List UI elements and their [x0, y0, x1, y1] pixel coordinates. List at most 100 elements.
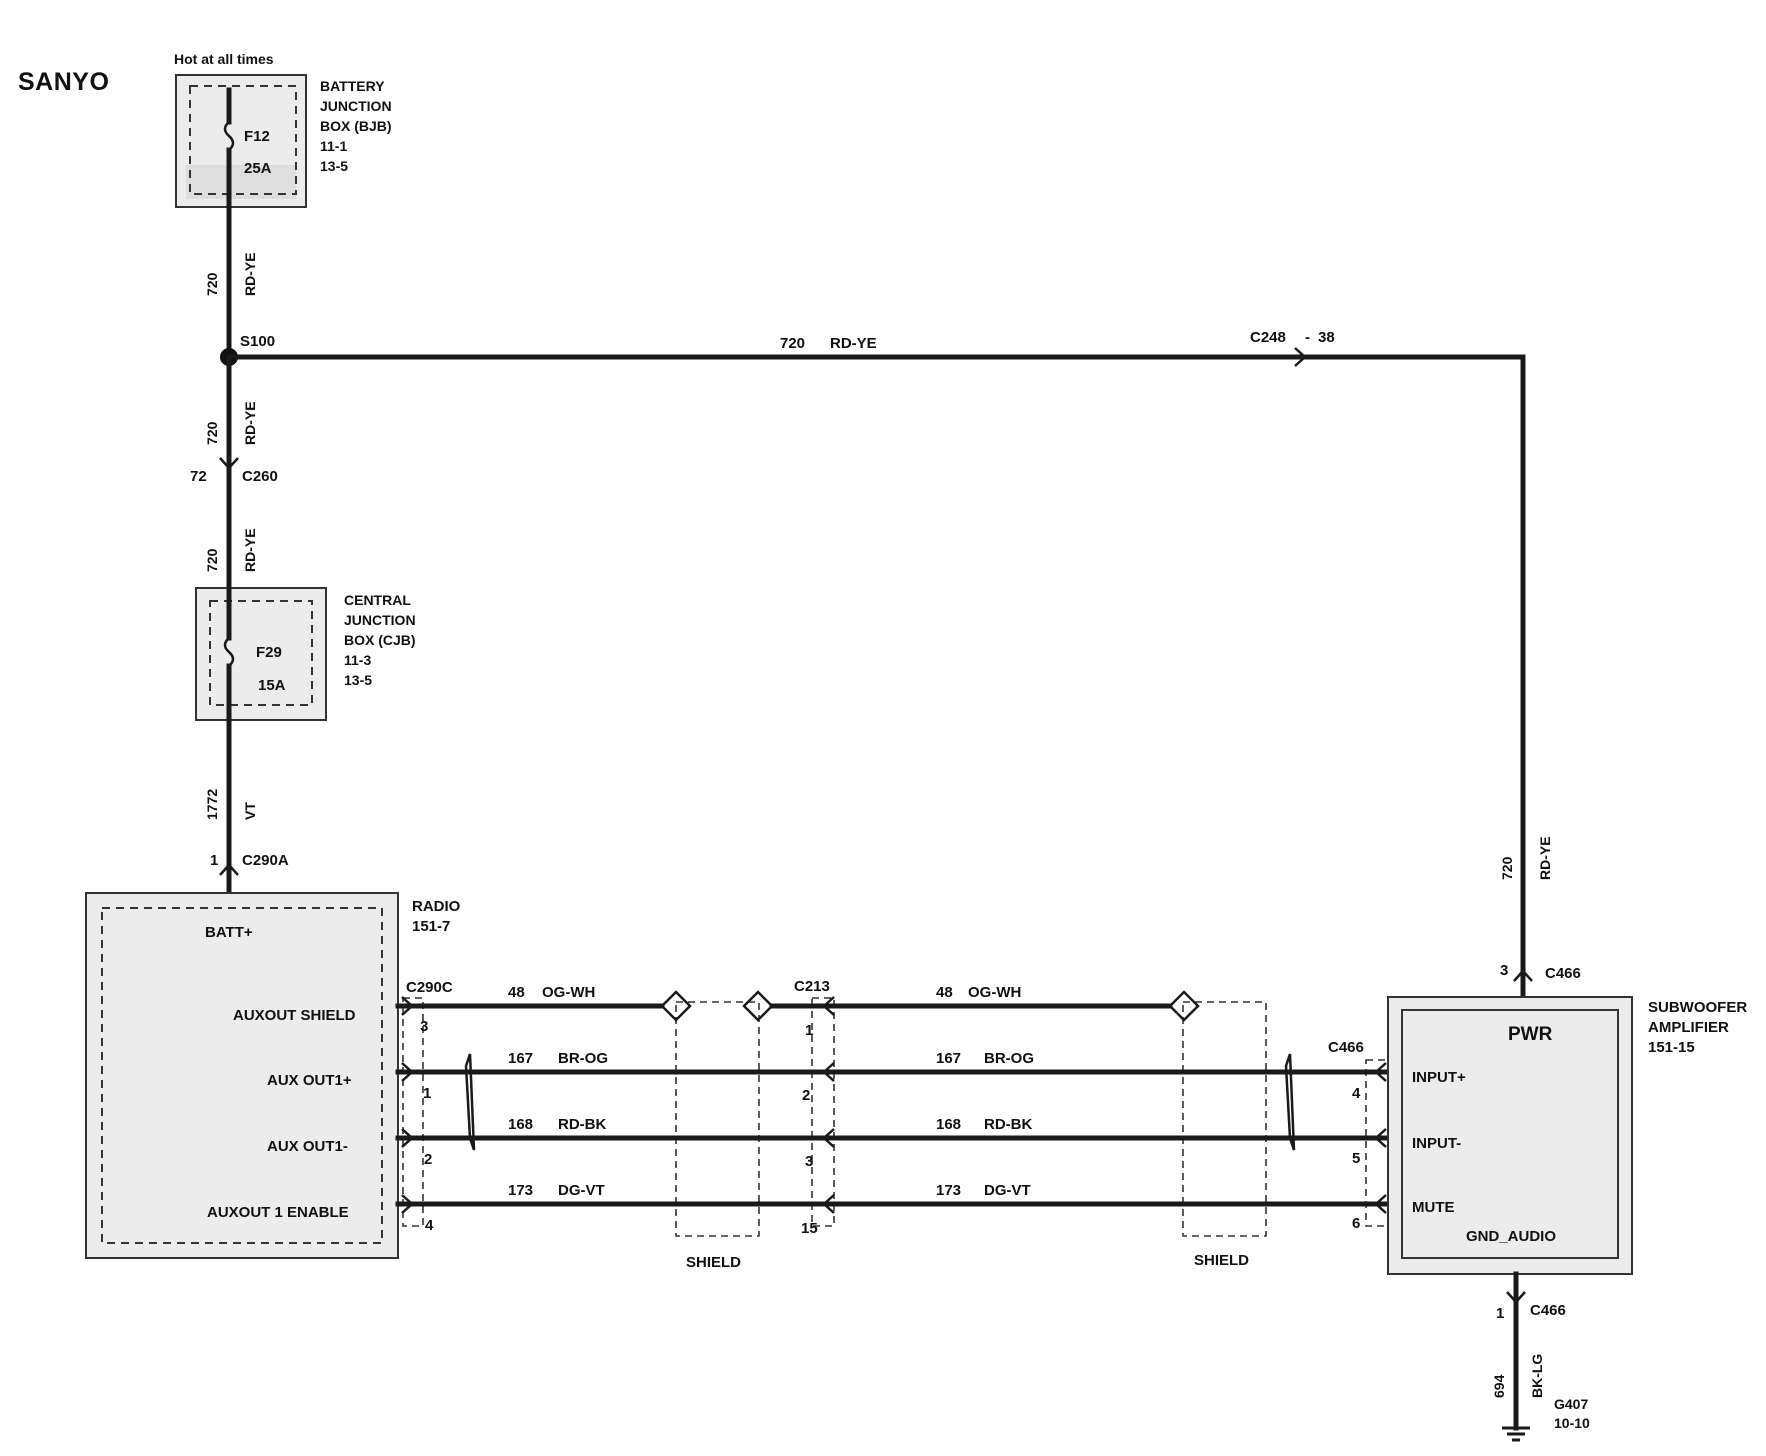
amplifier-inner-box — [1401, 1009, 1619, 1259]
radio-pin-batt: BATT+ — [205, 924, 253, 941]
diagram-title: SANYO — [18, 68, 109, 96]
wire-48-color: OG-WH — [542, 984, 595, 1001]
amplifier-pin-gnd-audio: GND_AUDIO — [1466, 1228, 1556, 1245]
c290c-pin-arrow-icon — [401, 1128, 414, 1148]
radio-module: RADIO 151-7 BATT+ AUXOUT SHIELD AUX OUT1… — [85, 892, 461, 1259]
connector-c290c-outline — [402, 997, 424, 1227]
wire-168-number: 168 — [936, 1116, 961, 1133]
connector-c466-label: C466 — [1328, 1039, 1364, 1056]
c213-pin-arrow-icon — [822, 1062, 835, 1082]
wire-694-color: BK-LG — [1529, 1354, 1545, 1398]
radio-pin-aux-out1-minus: AUX OUT1- — [267, 1138, 348, 1155]
amplifier-name-line: AMPLIFIER — [1648, 1019, 1729, 1036]
wire-167-color: BR-OG — [984, 1050, 1034, 1067]
bjb-label-line: BOX (BJB) — [320, 118, 392, 134]
connector-c213-pin: 3 — [805, 1153, 813, 1170]
connector-c290c-pin: 1 — [423, 1085, 431, 1102]
wire-720-color: RD-YE — [242, 401, 258, 445]
cjb-label-line: BOX (CJB) — [344, 632, 416, 648]
wire-1772-color: VT — [242, 802, 258, 820]
twisted-pair-marker-icon — [1284, 1053, 1296, 1151]
connector-c213-pin: 2 — [802, 1087, 810, 1104]
connector-c213-label: C213 — [794, 978, 830, 995]
cjb-label-line: CENTRAL — [344, 592, 411, 608]
amplifier-pin-mute: MUTE — [1412, 1199, 1455, 1216]
connector-c290a-pin: 1 — [210, 852, 218, 869]
connector-c466-ground-label: C466 — [1530, 1302, 1566, 1319]
wire-1772-number: 1772 — [204, 789, 220, 820]
wire-720-color: RD-YE — [242, 528, 258, 572]
cjb-inner-box — [209, 600, 313, 706]
c290c-pin-arrow-icon — [401, 996, 414, 1016]
connector-c248-arrow-icon — [1294, 347, 1307, 367]
connector-c248-separator: - — [1305, 329, 1310, 346]
connector-c260-arrow-icon — [219, 457, 239, 470]
c290c-pin-arrow-icon — [401, 1194, 414, 1214]
connector-c260-pin: 72 — [190, 468, 207, 485]
connector-c466-pin: 5 — [1352, 1150, 1360, 1167]
splice-s100-label: S100 — [240, 333, 275, 350]
connector-c290a-arrow-icon — [219, 863, 239, 876]
radio-pin-auxout1-enable: AUXOUT 1 ENABLE — [207, 1204, 349, 1221]
wire-720-color: RD-YE — [242, 252, 258, 296]
radio-pin-aux-out1-plus: AUX OUT1+ — [267, 1072, 352, 1089]
shield-box-left — [675, 1001, 760, 1237]
wire-168-color: RD-BK — [558, 1116, 606, 1133]
connector-c290c-pin: 2 — [424, 1151, 432, 1168]
ground-g407-ref: 10-10 — [1554, 1415, 1590, 1431]
wire-720-number: 720 — [1499, 856, 1515, 880]
radio-name-line: RADIO — [412, 898, 461, 915]
ground-g407-label: G407 — [1554, 1396, 1588, 1412]
amplifier-name-line: 151-15 — [1648, 1039, 1695, 1056]
wire-167-number: 167 — [936, 1050, 961, 1067]
radio-outer-box — [85, 892, 399, 1259]
central-junction-box: F29 15A CENTRAL JUNCTION BOX (CJB) 11-3 … — [195, 585, 416, 723]
amplifier-pin-input-minus: INPUT- — [1412, 1135, 1461, 1152]
c466-pin-arrow-icon — [1374, 1194, 1387, 1214]
amplifier-outer-box — [1387, 996, 1633, 1275]
shield-drain-diamond-icon — [1168, 990, 1200, 1022]
wire-720-number: 720 — [204, 421, 220, 445]
c213-pin-arrow-icon — [822, 1128, 835, 1148]
wire-173-dg-vt: 173 DG-VT 173 DG-VT — [395, 1182, 1401, 1214]
connector-c466-pin: 6 — [1352, 1215, 1360, 1232]
wire-168-rd-bk: 168 RD-BK 168 RD-BK — [395, 1116, 1401, 1148]
c466-pin-arrow-icon — [1374, 1128, 1387, 1148]
wire-48-number: 48 — [508, 984, 525, 1001]
cjb-label-line: 11-3 — [344, 652, 371, 668]
radio-inner-box — [101, 907, 383, 1244]
amplifier-pwr-pin: PWR — [1508, 1024, 1553, 1045]
wire-167-number: 167 — [508, 1050, 533, 1067]
c213-pin-arrow-icon — [822, 996, 835, 1016]
connector-c290c-pin: 4 — [425, 1217, 434, 1234]
radio-pin-auxout-shield: AUXOUT SHIELD — [233, 1007, 356, 1024]
wire-168-color: RD-BK — [984, 1116, 1032, 1133]
cjb-outer-box — [195, 587, 327, 721]
shield-drain-diamond-icon — [660, 990, 692, 1022]
radio-name-line: 151-7 — [412, 918, 450, 935]
cjb-label-line: 13-5 — [344, 672, 372, 688]
battery-junction-box: Hot at all times F12 25A BATTERY JUNCTIO… — [174, 51, 392, 210]
bjb-label-line: JUNCTION — [320, 98, 392, 114]
cjb-label-line: JUNCTION — [344, 612, 416, 628]
connector-c466-ground-arrow-icon — [1506, 1291, 1526, 1304]
c213-pin-arrow-icon — [822, 1194, 835, 1214]
wire-48-og-wh: 48 OG-WH 48 OG-WH — [395, 984, 1200, 1022]
hot-at-all-times-label: Hot at all times — [174, 51, 274, 67]
connector-c213-pin: 15 — [801, 1220, 818, 1237]
bjb-fuse-id: F12 — [244, 128, 270, 145]
connector-c466-outline — [1365, 1059, 1389, 1227]
shield-box-right — [1182, 1001, 1267, 1237]
wire-694-number: 694 — [1491, 1374, 1507, 1398]
bjb-fuse-amps: 25A — [244, 160, 272, 177]
wire-720-number: 720 — [780, 335, 805, 352]
cjb-fuse-amps: 15A — [258, 677, 286, 694]
twisted-pair-marker-icon — [464, 1053, 476, 1151]
connector-c260-label: C260 — [242, 468, 278, 485]
connector-c213-outline — [811, 997, 835, 1227]
connector-c466-ground-pin: 1 — [1496, 1305, 1504, 1322]
c466-pin-arrow-icon — [1374, 1062, 1387, 1082]
wire-720-color: RD-YE — [1537, 836, 1553, 880]
cjb-fuse-id: F29 — [256, 644, 282, 661]
